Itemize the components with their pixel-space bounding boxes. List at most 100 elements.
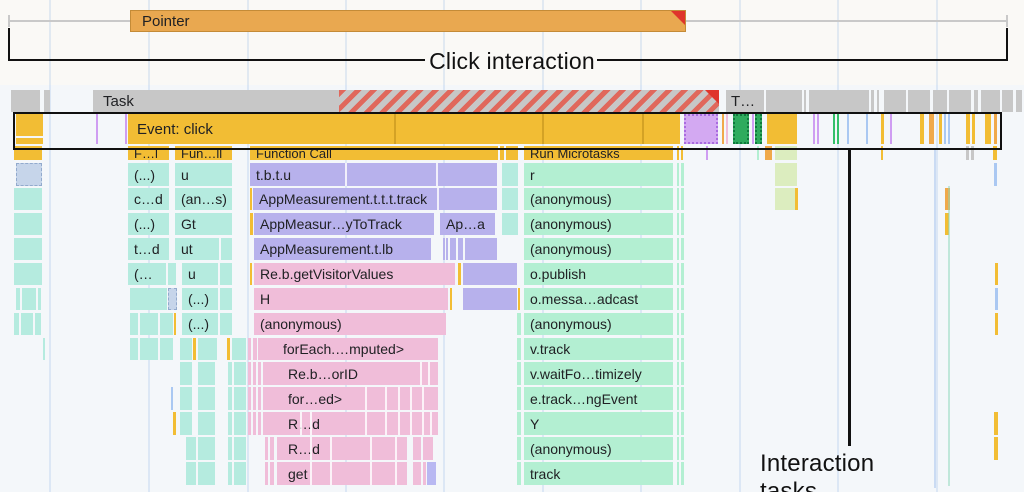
flame-bar[interactable] xyxy=(502,213,518,235)
flame-bar[interactable] xyxy=(21,313,33,335)
task-segment[interactable] xyxy=(44,90,50,112)
flame-bar[interactable] xyxy=(228,362,232,385)
event-segment[interactable] xyxy=(817,114,819,144)
flame-bar[interactable] xyxy=(681,163,684,186)
flame-bar[interactable] xyxy=(971,146,974,160)
task-bar[interactable]: Task xyxy=(93,90,339,112)
flame-bar[interactable] xyxy=(413,437,421,460)
flame-bar[interactable]: c…d xyxy=(128,188,169,210)
flame-bar[interactable] xyxy=(173,412,176,435)
flame-bar[interactable] xyxy=(463,288,517,310)
flame-bar[interactable] xyxy=(681,338,684,360)
event-segment[interactable] xyxy=(733,114,749,144)
flame-bar[interactable] xyxy=(413,462,421,485)
flame-bar[interactable] xyxy=(248,412,251,435)
flame-bar[interactable] xyxy=(227,338,230,360)
flame-bar[interactable] xyxy=(265,437,268,460)
flame-bar[interactable] xyxy=(517,362,521,385)
flame-bar[interactable] xyxy=(220,313,232,335)
flame-bar[interactable] xyxy=(186,437,196,460)
flame-bar[interactable]: R…d xyxy=(263,412,438,435)
flame-bar[interactable] xyxy=(250,263,252,285)
event-segment[interactable] xyxy=(837,114,839,144)
flame-bar[interactable]: (anonymous) xyxy=(524,238,673,260)
event-segment[interactable] xyxy=(944,114,946,144)
flame-bar[interactable] xyxy=(270,437,274,460)
flame-bar[interactable] xyxy=(681,146,683,160)
flame-bar[interactable]: ut xyxy=(175,238,219,260)
flame-bar[interactable] xyxy=(681,188,684,210)
flame-bar[interactable] xyxy=(681,412,684,435)
event-segment[interactable] xyxy=(726,114,728,144)
flame-bar[interactable]: (...) xyxy=(182,288,218,310)
flame-bar[interactable] xyxy=(775,163,797,186)
flame-bar[interactable] xyxy=(198,338,217,360)
flame-bar[interactable] xyxy=(16,163,42,186)
flame-bar[interactable] xyxy=(250,213,253,235)
flame-bar[interactable]: r xyxy=(524,163,673,186)
flame-bar[interactable] xyxy=(517,387,521,410)
flame-bar[interactable]: t…d xyxy=(128,238,169,260)
flame-bar[interactable] xyxy=(14,313,19,335)
event-segment[interactable] xyxy=(994,114,997,144)
flame-bar[interactable] xyxy=(234,462,246,485)
flame-bar[interactable] xyxy=(517,412,521,435)
event-segment[interactable] xyxy=(890,114,892,144)
flame-bar[interactable] xyxy=(234,437,246,460)
flame-bar[interactable] xyxy=(228,412,232,435)
flame-bar[interactable]: o.publish xyxy=(524,263,673,285)
flame-bar[interactable] xyxy=(995,263,998,285)
flame-bar[interactable] xyxy=(681,288,684,310)
flame-bar[interactable] xyxy=(38,288,41,310)
flame-bar[interactable]: (anonymous) xyxy=(524,313,673,335)
event-segment[interactable] xyxy=(929,114,934,144)
flame-bar[interactable] xyxy=(16,288,20,310)
flame-bar[interactable]: R…d xyxy=(277,437,407,460)
flame-bar[interactable] xyxy=(130,338,138,360)
flame-bar[interactable] xyxy=(228,437,232,460)
flame-bar[interactable] xyxy=(443,238,445,260)
flame-bar[interactable] xyxy=(458,263,461,285)
flame-bar[interactable]: u xyxy=(182,263,218,285)
task-overflow-bar[interactable]: T… xyxy=(726,90,764,112)
flame-bar[interactable] xyxy=(518,288,520,310)
flame-bar[interactable] xyxy=(517,338,521,360)
flame-bar[interactable] xyxy=(681,462,684,485)
flame-bar[interactable] xyxy=(677,437,679,460)
flame-bar[interactable] xyxy=(228,462,232,485)
task-segment[interactable] xyxy=(877,90,879,112)
flame-bar[interactable] xyxy=(500,146,504,160)
flame-bar[interactable] xyxy=(43,338,45,360)
flame-bar[interactable] xyxy=(994,437,998,460)
flame-bar[interactable] xyxy=(160,313,173,335)
flame-bar[interactable]: Fun…ll xyxy=(175,146,232,160)
flame-bar[interactable] xyxy=(681,387,684,410)
task-segment[interactable] xyxy=(908,90,930,112)
event-click-bar[interactable]: Event: click xyxy=(128,114,680,144)
flame-bar[interactable] xyxy=(450,288,452,310)
flame-bar[interactable] xyxy=(35,313,41,335)
flame-bar[interactable] xyxy=(180,387,192,410)
flame-bar[interactable] xyxy=(258,412,261,435)
flame-bar[interactable] xyxy=(22,288,36,310)
flame-bar[interactable] xyxy=(248,338,251,360)
flame-bar[interactable] xyxy=(757,146,759,160)
flame-bar[interactable] xyxy=(130,313,138,335)
flame-bar[interactable] xyxy=(677,263,679,285)
flame-bar[interactable] xyxy=(221,238,232,260)
flame-bar[interactable] xyxy=(677,238,679,260)
flame-bar[interactable] xyxy=(14,238,42,260)
flame-bar[interactable] xyxy=(681,437,684,460)
event-segment[interactable] xyxy=(948,114,950,144)
flame-bar[interactable] xyxy=(995,313,998,335)
event-segment[interactable] xyxy=(684,114,718,144)
flame-bar[interactable] xyxy=(220,263,232,285)
flame-bar[interactable]: (anonymous) xyxy=(524,188,673,210)
flame-bar[interactable] xyxy=(130,288,167,310)
flame-bar[interactable] xyxy=(168,263,176,285)
flame-bar[interactable] xyxy=(677,188,679,210)
flame-bar[interactable] xyxy=(14,188,42,210)
flame-bar[interactable] xyxy=(198,387,215,410)
flame-bar[interactable] xyxy=(198,412,215,435)
flame-bar[interactable]: track xyxy=(524,462,673,485)
